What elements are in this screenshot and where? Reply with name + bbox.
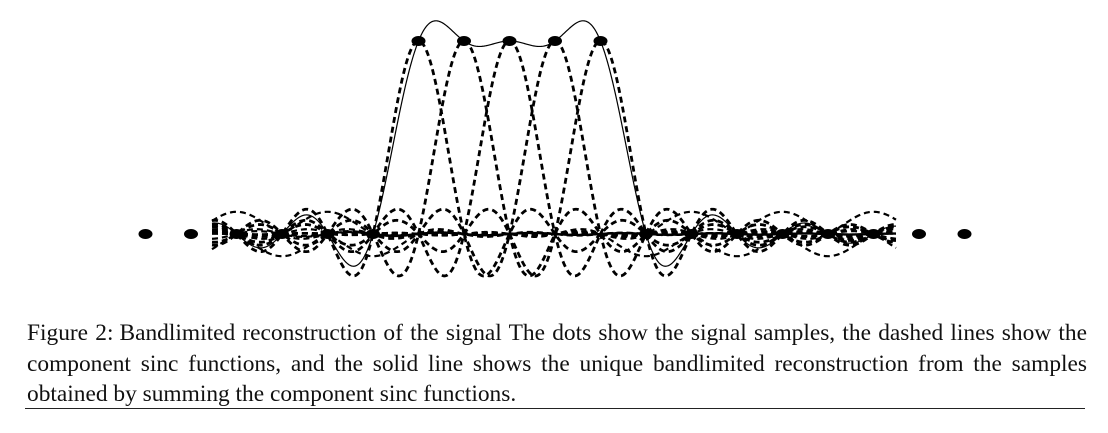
figure-label: Figure 2: — [27, 320, 114, 346]
sample-dot-7 — [866, 229, 881, 239]
figure-caption: Figure 2:Bandlimited reconstruction of t… — [27, 318, 1087, 410]
component-sinc-group — [211, 39, 897, 278]
sample-dot--7 — [229, 229, 244, 239]
sample-dot-group — [138, 36, 972, 239]
sample-dot-0 — [548, 36, 562, 46]
sample-dot-2 — [639, 229, 653, 239]
sample-dot-3 — [684, 229, 699, 239]
sample-dot--6 — [275, 229, 289, 239]
sample-dot-5 — [775, 229, 790, 239]
sample-dot--8 — [184, 229, 198, 239]
sample-dot-9 — [957, 229, 972, 239]
sample-dot--4 — [366, 229, 380, 239]
sample-dot-6 — [821, 229, 835, 239]
caption-text: Bandlimited reconstruction of the signal… — [27, 320, 1087, 407]
sample-dot--9 — [138, 229, 153, 239]
sample-dot--1 — [502, 36, 517, 46]
sample-dot--3 — [411, 36, 426, 46]
sample-dot-1 — [593, 36, 608, 46]
sample-dot-4 — [730, 229, 744, 239]
sample-dot-8 — [912, 229, 926, 239]
sinc-reconstruction-plot — [138, 20, 972, 278]
sample-dot--2 — [457, 36, 471, 46]
sample-dot--5 — [320, 229, 335, 239]
caption-rule — [25, 408, 1085, 409]
